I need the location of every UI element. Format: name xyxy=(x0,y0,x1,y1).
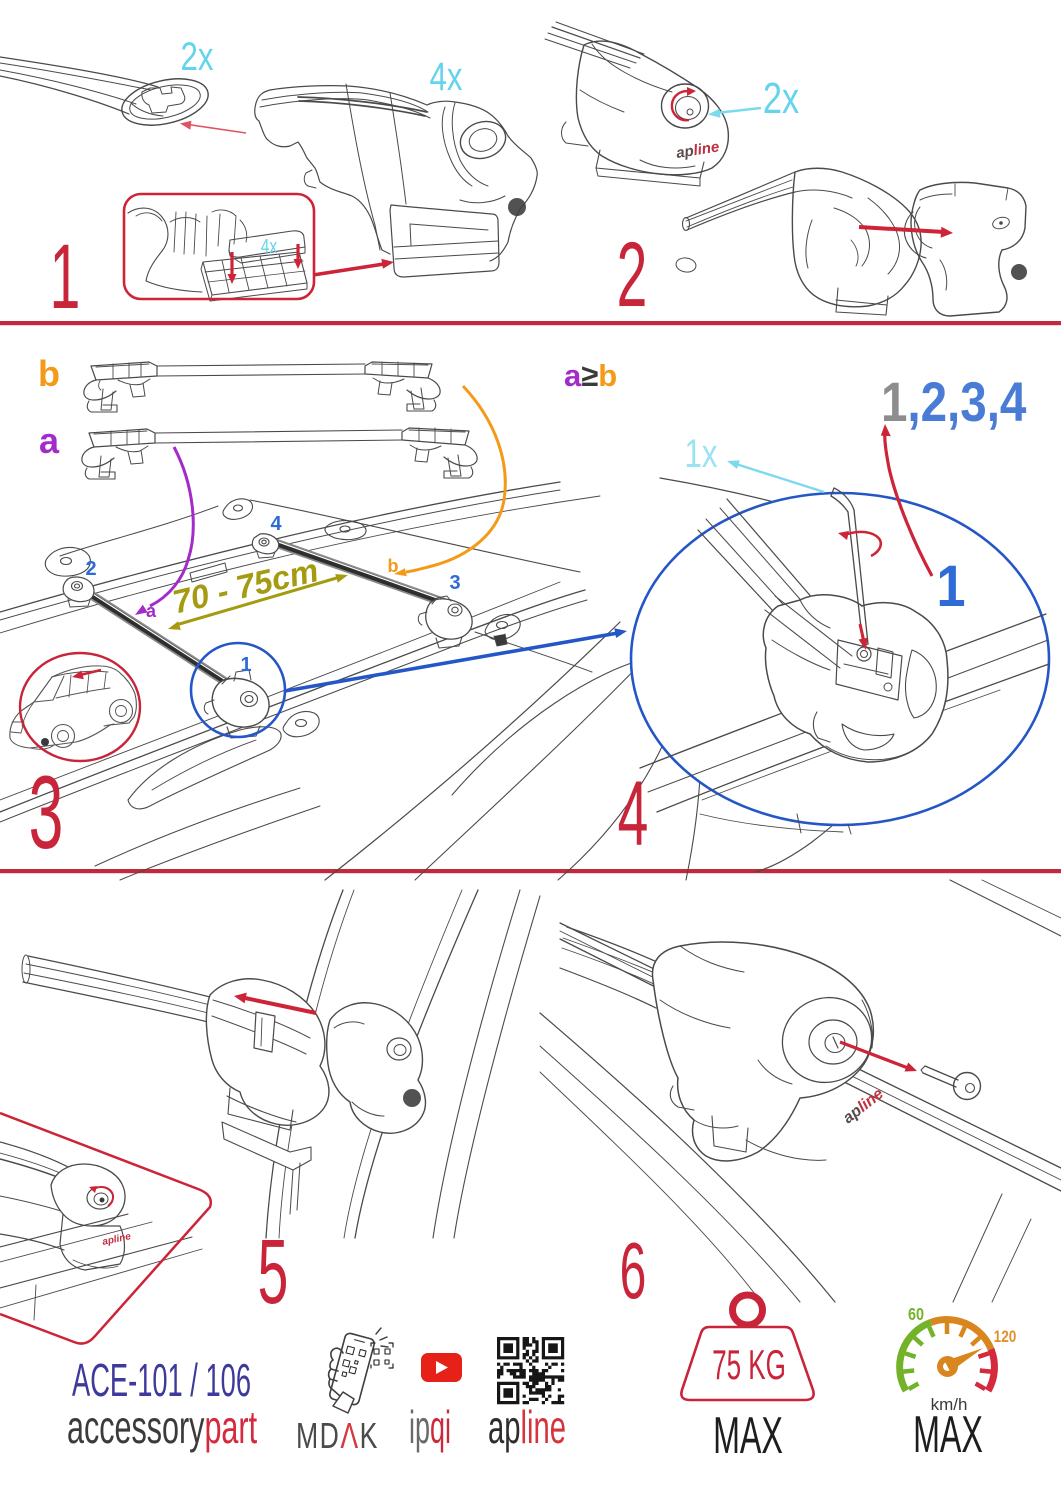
svg-text:MAX: MAX xyxy=(713,1407,783,1465)
svg-text:MDΛK: MDΛK xyxy=(296,1415,379,1456)
svg-text:6: 6 xyxy=(620,1225,647,1315)
svg-text:a≥b: a≥b xyxy=(564,358,617,393)
svg-text:2x: 2x xyxy=(181,34,214,79)
svg-text:60: 60 xyxy=(908,1305,924,1325)
svg-text:3: 3 xyxy=(449,572,460,594)
svg-text:,2,3,4: ,2,3,4 xyxy=(907,371,1026,433)
svg-text:4: 4 xyxy=(618,763,649,866)
svg-text:2: 2 xyxy=(85,558,96,580)
svg-text:b: b xyxy=(38,353,60,394)
svg-text:apline: apline xyxy=(488,1402,566,1453)
svg-text:apline: apline xyxy=(675,138,720,162)
svg-text:apline: apline xyxy=(101,1231,132,1248)
svg-text:1: 1 xyxy=(50,226,81,329)
svg-text:a: a xyxy=(39,420,60,461)
svg-text:ACE-101 / 106: ACE-101 / 106 xyxy=(72,1354,251,1406)
svg-text:4x: 4x xyxy=(430,54,463,99)
svg-text:120: 120 xyxy=(994,1328,1017,1347)
svg-text:accessorypart: accessorypart xyxy=(67,1403,257,1454)
svg-text:b: b xyxy=(388,556,399,576)
svg-text:5: 5 xyxy=(258,1221,289,1324)
svg-text:1: 1 xyxy=(881,371,907,433)
svg-text:1: 1 xyxy=(240,654,251,676)
svg-text:3: 3 xyxy=(29,755,64,871)
svg-text:a: a xyxy=(146,601,157,621)
svg-text:km/h: km/h xyxy=(931,1395,968,1414)
svg-text:1x: 1x xyxy=(685,431,718,476)
svg-text:75 KG: 75 KG xyxy=(712,1342,786,1389)
svg-text:2x: 2x xyxy=(763,74,799,123)
svg-text:2: 2 xyxy=(617,224,648,327)
svg-text:70 - 75cm: 70 - 75cm xyxy=(169,551,322,620)
svg-text:ipqi: ipqi xyxy=(409,1402,451,1453)
svg-text:4x: 4x xyxy=(261,235,277,257)
svg-text:1: 1 xyxy=(936,553,965,618)
svg-text:4: 4 xyxy=(270,513,282,535)
svg-text:MAX: MAX xyxy=(913,1406,983,1464)
